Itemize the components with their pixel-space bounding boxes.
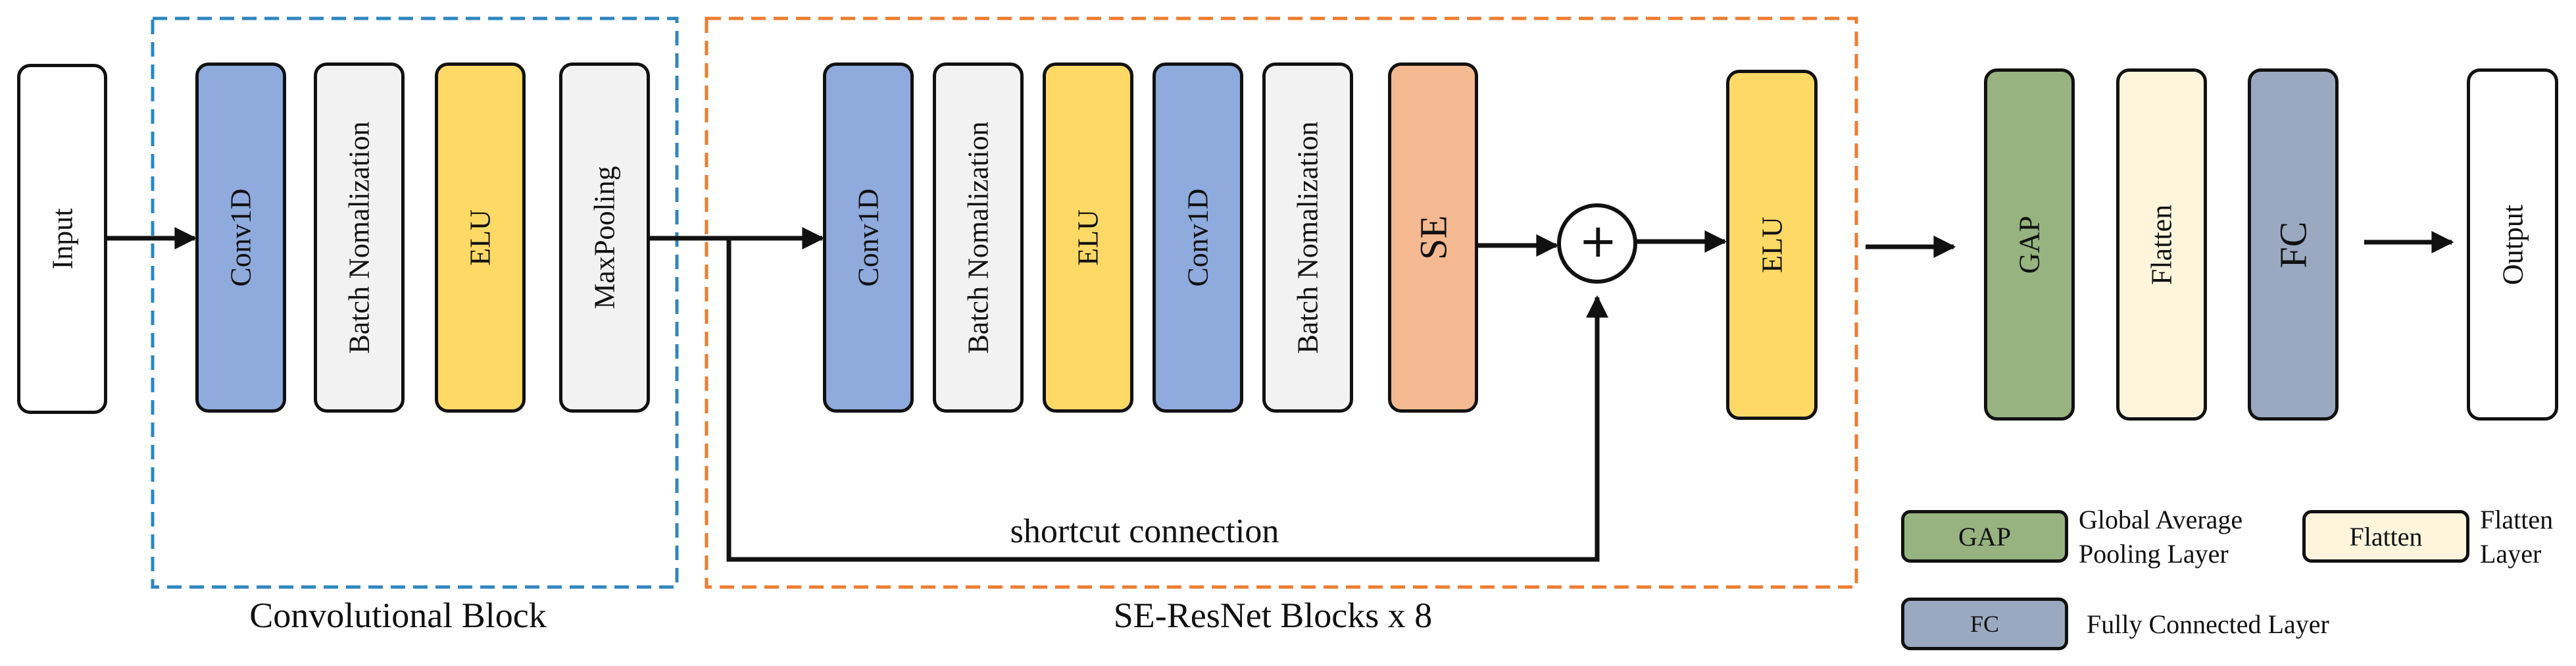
se-block-title: SE-ResNet Blocks x 8 <box>1113 596 1433 635</box>
se-conv1d-label-2: Conv1D <box>1181 188 1214 287</box>
gap-label: GAP <box>2013 215 2046 274</box>
legend-flatten-desc: Flatten Layer <box>2480 505 2554 569</box>
conv1d-label: Conv1D <box>224 188 257 287</box>
conv-block-title: Convolutional Block <box>249 596 547 635</box>
elu-node: ELU <box>435 63 526 413</box>
se-batchnorm-node-2: Batch Nomalization <box>1262 63 1353 413</box>
elu-out-label: ELU <box>1756 217 1788 273</box>
legend-gap-desc: Global Average Pooling Layer <box>2079 505 2243 569</box>
add-node <box>1557 203 1637 284</box>
se-batchnorm-label-2: Batch Nomalization <box>1291 121 1324 354</box>
output-node: Output <box>2467 68 2558 421</box>
legend-fc-desc: Fully Connected Layer <box>2087 609 2329 639</box>
output-label: Output <box>2496 204 2529 285</box>
se-conv1d-label-1: Conv1D <box>852 188 885 287</box>
flatten-label: Flatten <box>2145 204 2178 285</box>
se-label: SE <box>1412 215 1454 260</box>
maxpooling-label: MaxPooling <box>588 166 621 309</box>
se-block-frame <box>705 16 1858 589</box>
batchnorm-label: Batch Nomalization <box>343 121 376 354</box>
maxpooling-node: MaxPooling <box>559 63 650 413</box>
se-conv1d-node-2: Conv1D <box>1152 63 1243 413</box>
se-elu-node: ELU <box>1043 63 1133 413</box>
se-batchnorm-label-1: Batch Nomalization <box>962 121 995 354</box>
batchnorm-node: Batch Nomalization <box>314 63 405 413</box>
legend-flatten-chip: Flatten <box>2302 510 2469 563</box>
gap-node: GAP <box>1984 68 2075 421</box>
input-node: Input <box>17 64 107 414</box>
input-label: Input <box>46 208 78 270</box>
shortcut-path <box>726 238 1600 562</box>
legend-gap-chip: GAP <box>1901 510 2068 563</box>
flatten-node: Flatten <box>2116 68 2207 421</box>
se-node: SE <box>1388 63 1478 413</box>
add-symbol: + <box>1579 214 1618 268</box>
elu-out-node: ELU <box>1726 70 1818 420</box>
conv1d-node: Conv1D <box>195 63 286 413</box>
conv-block-frame <box>151 16 679 589</box>
fc-label: FC <box>2271 221 2315 268</box>
elu-label: ELU <box>464 209 497 266</box>
se-elu-label: ELU <box>1072 209 1104 266</box>
se-batchnorm-node-1: Batch Nomalization <box>933 63 1024 413</box>
legend-fc-chip: FC <box>1901 598 2068 650</box>
se-conv1d-node-1: Conv1D <box>823 63 914 413</box>
shortcut-title: shortcut connection <box>1010 513 1279 550</box>
fc-node: FC <box>2248 68 2339 421</box>
